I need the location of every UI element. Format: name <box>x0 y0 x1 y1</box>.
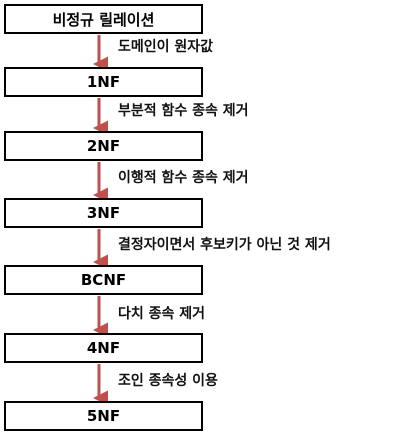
transition-label-6: 조인 종속성 이용 <box>118 373 218 389</box>
stage-label: 2NF <box>86 137 121 155</box>
transition-label-5: 다치 종속 제거 <box>118 306 206 322</box>
stage-box-5nf: 5NF <box>4 401 203 431</box>
stage-box-bcnf: BCNF <box>4 265 203 295</box>
transition-label-3: 이행적 함수 종속 제거 <box>118 170 249 186</box>
stage-box-3nf: 3NF <box>4 198 203 228</box>
stage-label: 4NF <box>86 339 121 357</box>
stage-label: 5NF <box>86 407 121 425</box>
stage-label: 비정규 릴레이션 <box>52 10 155 29</box>
stage-label: BCNF <box>80 271 127 289</box>
stage-box-4nf: 4NF <box>4 333 203 363</box>
transition-label-1: 도메인이 원자값 <box>118 39 214 55</box>
stage-box-1nf: 1NF <box>4 67 203 97</box>
transition-label-2: 부분적 함수 종속 제거 <box>118 103 249 119</box>
stage-label: 1NF <box>86 73 121 91</box>
stage-box-unnormalized: 비정규 릴레이션 <box>4 4 203 34</box>
transition-label-4: 결정자이면서 후보키가 아닌 것 제거 <box>118 237 331 253</box>
stage-label: 3NF <box>86 204 121 222</box>
stage-box-2nf: 2NF <box>4 131 203 161</box>
